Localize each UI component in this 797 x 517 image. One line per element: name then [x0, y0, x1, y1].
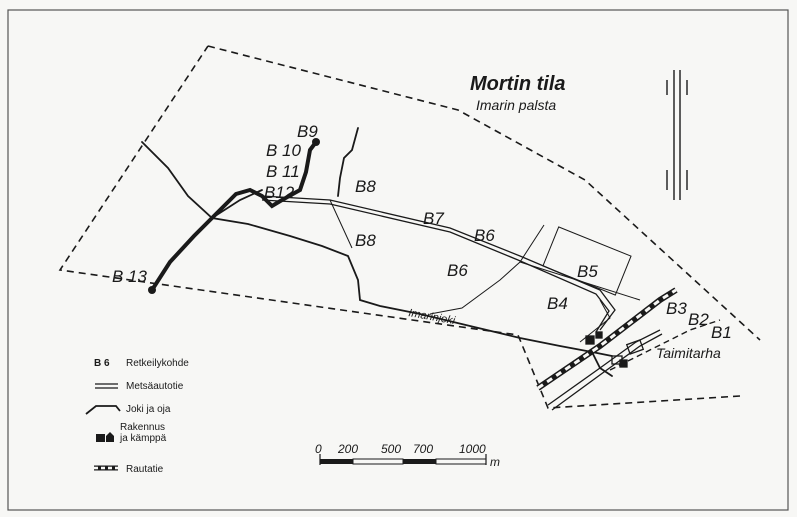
scale-tick-200: 200 [337, 442, 358, 456]
property-boundary [58, 45, 761, 409]
hiking-trail [150, 140, 318, 292]
nursery-label: Taimitarha [656, 345, 721, 361]
site-label: B1 [711, 323, 732, 342]
legend-label-building-line2: ja kämppä [119, 433, 167, 444]
legend-label-site: Retkeilykohde [126, 358, 189, 369]
legend-label-building: Rakennus ja kämppä [119, 422, 168, 444]
legend-label-river: Joki ja oja [126, 404, 171, 415]
site-label: B4 [547, 294, 568, 313]
site-label: B9 [297, 122, 318, 141]
scale-unit: m [490, 455, 500, 469]
legend-label-building-line1: Rakennus [120, 422, 165, 433]
railway [536, 287, 721, 391]
north-arrow-icon [666, 70, 688, 200]
site-label: B 10 [266, 141, 302, 160]
site-label: B2 [688, 310, 709, 329]
building-hut-icon [96, 432, 114, 442]
site-label: B8 [355, 177, 376, 196]
map-subtitle: Imarin palsta [476, 97, 556, 113]
nursery-buildings [585, 331, 645, 368]
map-frame [7, 9, 789, 511]
site-label: B12 [264, 183, 295, 202]
double-line-icon [95, 383, 118, 389]
map-title: Mortin tila [470, 73, 566, 95]
site-label: B 11 [266, 162, 300, 181]
site-label: B7 [423, 209, 444, 228]
scale-tick-1000: 1000 [459, 442, 486, 456]
legend-label-road: Metsäautotie [126, 381, 184, 392]
legend-label-railway: Rautatie [126, 464, 164, 475]
river-line-icon [85, 405, 121, 415]
scale-bar: 0 200 500 700 1000 m [315, 442, 500, 469]
site-label: B5 [577, 262, 598, 281]
trail-end-north [312, 138, 320, 146]
legend: B 6 Retkeilykohde Metsäautotie Joki ja o… [85, 358, 189, 475]
scale-tick-500: 500 [381, 442, 401, 456]
scale-tick-700: 700 [413, 442, 433, 456]
legend-symbol-site: B 6 [94, 358, 110, 369]
site-label: B3 [666, 299, 687, 318]
site-label: B8 [355, 231, 376, 250]
site-label: B6 [474, 226, 495, 245]
trail-end-west [148, 286, 156, 294]
site-label: B6 [447, 261, 468, 280]
river-network [141, 127, 613, 377]
scale-tick-0: 0 [315, 442, 322, 456]
site-label: B 13 [112, 267, 148, 286]
